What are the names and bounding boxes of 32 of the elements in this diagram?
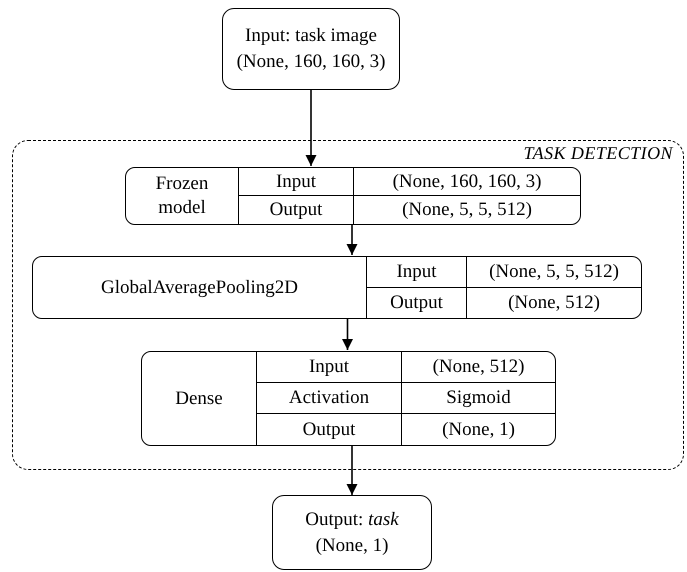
- table-cell: Output: [239, 196, 354, 224]
- table-cell: Input: [367, 257, 467, 288]
- table-cell: Output: [257, 414, 402, 445]
- table-cell: Sigmoid: [402, 383, 555, 414]
- layer-table: [125, 167, 581, 225]
- node-text: Input: task image: [245, 24, 377, 48]
- table-cell: Input: [257, 352, 402, 383]
- input-box: [222, 8, 400, 90]
- arrow: [346, 224, 358, 255]
- dashed-group: [12, 140, 684, 470]
- output-box: [272, 495, 432, 570]
- group-title: TASK DETECTION: [524, 142, 673, 164]
- node-text: (None, 160, 160, 3): [236, 50, 386, 74]
- table-cell: Activation: [257, 383, 402, 414]
- node-text: Output: task: [305, 508, 399, 532]
- layer-name: GlobalAveragePooling2D: [33, 257, 367, 318]
- table-cell-text: (None, 5, 5, 512): [401, 198, 533, 222]
- table-cell-text: (None, 512): [507, 290, 601, 315]
- table-cell-text: (None, 1): [441, 418, 516, 442]
- layer-name: Dense: [142, 352, 257, 445]
- table-cell: (None, 160, 160, 3): [354, 168, 580, 196]
- table-cell: Output: [367, 288, 467, 318]
- table-cell: Input: [239, 168, 354, 196]
- node-text: (None, 1): [316, 534, 388, 558]
- arrow: [342, 318, 354, 350]
- layer-name: Frozen model: [126, 168, 239, 224]
- table-cell: (None, 5, 5, 512): [467, 257, 641, 288]
- table-cell: (None, 512): [402, 352, 555, 383]
- layer-table: [141, 351, 556, 446]
- arrow: [346, 445, 358, 495]
- arrow: [305, 90, 317, 166]
- layer-table: [32, 256, 642, 319]
